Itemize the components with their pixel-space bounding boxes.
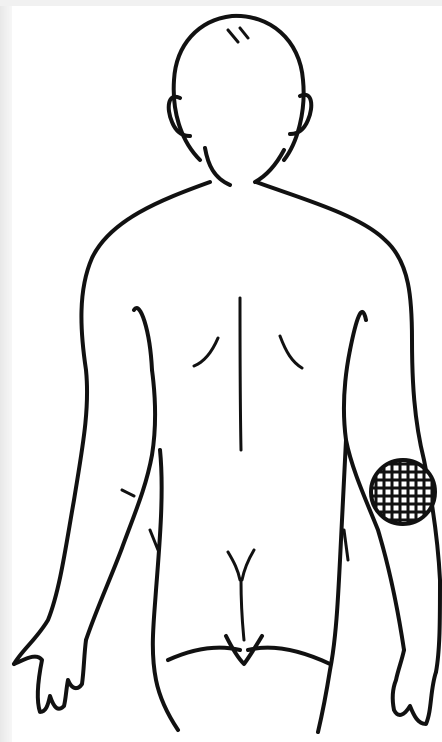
left-ear [169,97,190,136]
gluteal-cleft [241,580,244,640]
spine-line [240,298,241,450]
head-outline [174,16,304,160]
neck-right [255,150,284,182]
right-forearm-mark [344,530,348,560]
left-elbow-mark [122,490,134,496]
right-arm-outer [256,182,440,672]
sacrum-left [228,552,240,580]
left-scapula [194,338,218,366]
torso-right-lower [318,440,346,732]
torso-left [134,308,152,370]
left-arm-outer [14,182,210,664]
sacrum-right [242,550,254,580]
neck-left [205,148,230,185]
left-arm-inner [86,370,155,640]
torso-right [350,312,366,350]
left-gluteal-fold [168,648,240,660]
right-scapula [280,336,302,368]
right-hand [393,650,436,724]
marked-area-circle [371,460,435,524]
hair-mark [228,30,238,42]
left-forearm-mark [150,530,158,550]
right-gluteal-fold [248,648,330,664]
torso-left-lower [153,450,178,730]
hair-mark [240,28,248,38]
